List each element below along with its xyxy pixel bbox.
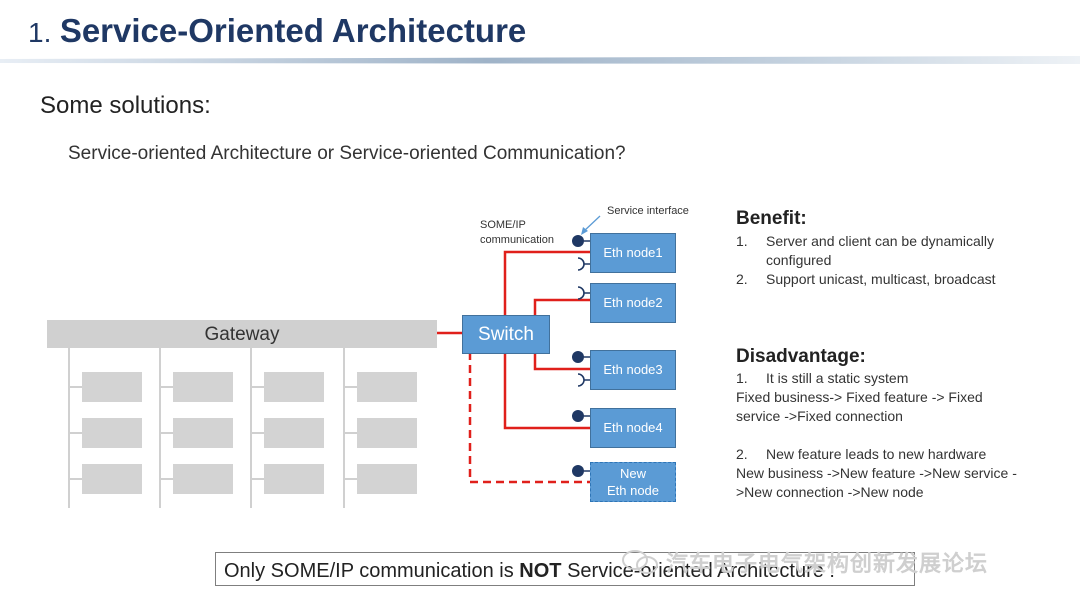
someip-label-line1: SOME/IP bbox=[480, 219, 526, 231]
ecu-box bbox=[357, 464, 417, 494]
service-dot-new bbox=[572, 465, 584, 477]
title-number: 1. bbox=[28, 17, 52, 48]
wechat-logo-icon bbox=[622, 550, 658, 574]
service-dot-node3 bbox=[572, 351, 584, 363]
bus-stub bbox=[250, 432, 264, 434]
section-heading: Some solutions: bbox=[40, 92, 211, 119]
title-text: Service-Oriented Architecture bbox=[59, 12, 527, 49]
new-eth-node: New Eth node bbox=[590, 462, 676, 502]
note-after: Service-oriented Architecture ! bbox=[561, 560, 835, 582]
bus-line bbox=[159, 348, 161, 508]
someip-label: SOME/IP communication bbox=[480, 218, 554, 248]
disadvantage-list: 1.It is still a static system Fixed busi… bbox=[736, 369, 1066, 502]
bus-line bbox=[68, 348, 70, 508]
service-interface-label: Service interface bbox=[607, 205, 689, 217]
eth-node-1: Eth node1 bbox=[590, 233, 676, 273]
bus-stub bbox=[343, 386, 357, 388]
watermark-text: 汽车电子电气架构创新发展论坛 bbox=[666, 551, 989, 576]
ecu-box bbox=[82, 372, 142, 402]
link-node1 bbox=[503, 250, 590, 315]
bus-stub bbox=[159, 478, 173, 480]
disadvantage-item-2: 2.New feature leads to new hardware bbox=[736, 446, 987, 462]
conclusion-note: Only SOME/IP communication is NOT Servic… bbox=[215, 552, 915, 586]
new-node-line2: Eth node bbox=[606, 483, 660, 498]
disadvantage-item-1: 1.It is still a static system bbox=[736, 370, 909, 386]
bus-stub bbox=[68, 432, 82, 434]
disadvantage-item-2-line3: >New connection ->New node bbox=[736, 484, 924, 500]
ecu-box bbox=[173, 464, 233, 494]
bus-stub bbox=[250, 386, 264, 388]
benefit-item-1-cont: configured bbox=[766, 252, 832, 268]
ecu-box bbox=[82, 464, 142, 494]
slide-title: 1. Service-Oriented Architecture bbox=[28, 12, 526, 50]
link-node3 bbox=[533, 352, 590, 371]
bus-stub bbox=[159, 386, 173, 388]
ecu-box bbox=[357, 418, 417, 448]
new-node-line1: New bbox=[619, 466, 646, 481]
bus-stub bbox=[250, 478, 264, 480]
bus-stub bbox=[343, 478, 357, 480]
benefit-heading: Benefit: bbox=[736, 208, 807, 229]
ecu-box bbox=[173, 418, 233, 448]
service-dot-node1 bbox=[572, 235, 584, 247]
benefit-list: 1.Server and client can be dynamically c… bbox=[736, 232, 1066, 289]
benefit-item-1: 1.Server and client can be dynamically bbox=[736, 233, 995, 249]
ecu-box bbox=[82, 418, 142, 448]
bus-stub bbox=[68, 386, 82, 388]
eth-node-4: Eth node4 bbox=[590, 408, 676, 448]
someip-label-line2: communication bbox=[480, 234, 554, 246]
ecu-box bbox=[173, 372, 233, 402]
link-node4 bbox=[503, 352, 590, 430]
bus-stub bbox=[68, 478, 82, 480]
service-dot-node4 bbox=[572, 410, 584, 422]
socket-node2 bbox=[577, 286, 585, 300]
bus-stub bbox=[343, 432, 357, 434]
ecu-box bbox=[264, 418, 324, 448]
socket-node3 bbox=[577, 373, 585, 387]
note-bold: NOT bbox=[519, 560, 562, 582]
disadvantage-heading: Disadvantage: bbox=[736, 346, 866, 367]
bus-line bbox=[343, 348, 345, 508]
bus-line bbox=[250, 348, 252, 508]
socket-node1 bbox=[577, 257, 585, 271]
ecu-box bbox=[357, 372, 417, 402]
gateway-bar: Gateway bbox=[47, 320, 437, 348]
disadvantage-item-1-line2: Fixed business-> Fixed feature -> Fixed bbox=[736, 389, 983, 405]
disadvantage-item-2-line2: New business ->New feature ->New service… bbox=[736, 465, 1017, 481]
section-subheading: Service-oriented Architecture or Service… bbox=[68, 143, 626, 164]
ecu-box bbox=[264, 372, 324, 402]
benefit-item-2: 2.Support unicast, multicast, broadcast bbox=[736, 271, 996, 287]
title-underline bbox=[0, 56, 1080, 64]
eth-node-2: Eth node2 bbox=[590, 283, 676, 323]
note-before: Only SOME/IP communication is bbox=[224, 560, 520, 582]
link-node2 bbox=[533, 298, 590, 315]
bus-stub bbox=[159, 432, 173, 434]
ecu-box bbox=[264, 464, 324, 494]
eth-node-3: Eth node3 bbox=[590, 350, 676, 390]
link-new-node bbox=[468, 352, 590, 484]
switch-box: Switch bbox=[462, 315, 550, 354]
disadvantage-item-1-line3: service ->Fixed connection bbox=[736, 408, 903, 424]
